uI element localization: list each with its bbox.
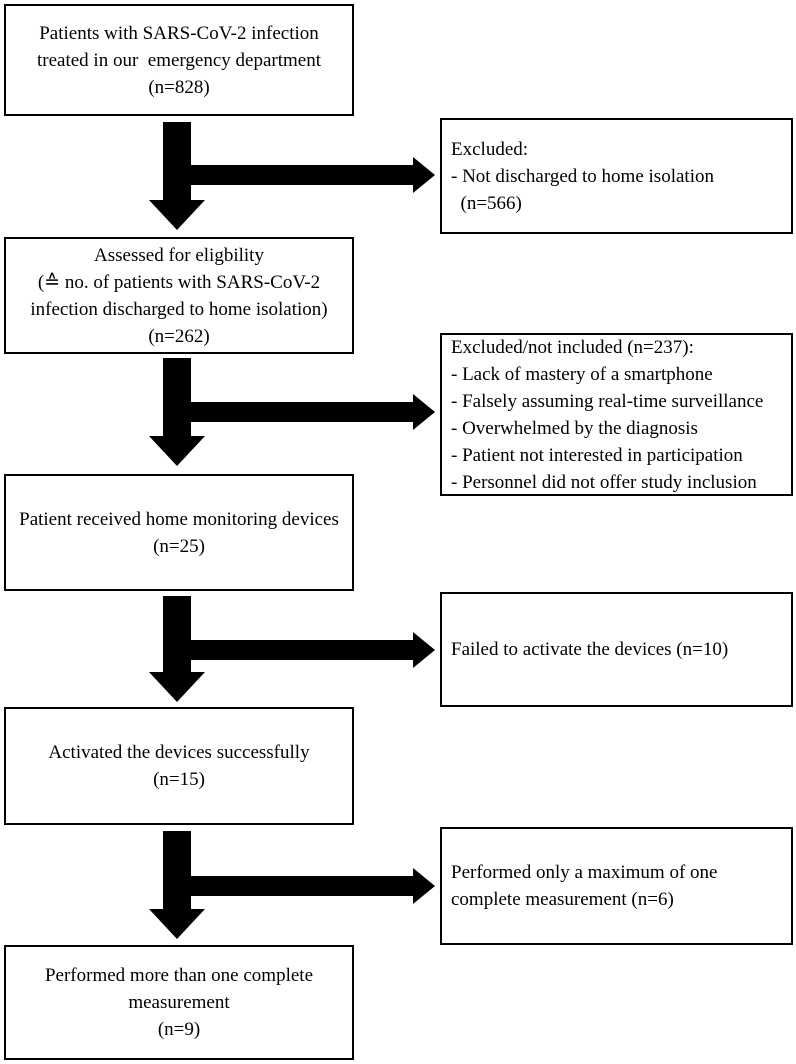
- flow-box-single-measurement-text: Performed only a maximum of one complete…: [451, 862, 718, 910]
- flow-box-excluded-not-discharged-text: Excluded: - Not discharged to home isola…: [451, 138, 714, 214]
- flow-box-excluded-not-discharged: Excluded: - Not discharged to home isola…: [440, 118, 793, 234]
- flow-box-activated-devices-text: Activated the devices successfully (n=15…: [48, 742, 310, 790]
- down-arrow-head-icon: [149, 909, 205, 939]
- flow-box-excluded-not-included-text: Excluded/not included (n=237): - Lack of…: [451, 336, 764, 493]
- down-arrow-head-icon: [149, 672, 205, 702]
- down-arrow-shaft: [163, 831, 191, 909]
- right-arrow-head-icon: [413, 157, 435, 193]
- flow-box-received-devices-text: Patient received home monitoring devices…: [19, 508, 339, 557]
- flow-box-excluded-not-included: Excluded/not included (n=237): - Lack of…: [440, 333, 793, 496]
- right-arrow-head-icon: [413, 868, 435, 904]
- right-arrow-shaft: [177, 876, 413, 896]
- down-arrow-head-icon: [149, 200, 205, 230]
- flow-box-patients-treated: Patients with SARS-CoV-2 infection treat…: [4, 4, 354, 116]
- flow-box-failed-activation: Failed to activate the devices (n=10): [440, 592, 793, 707]
- flow-box-failed-activation-text: Failed to activate the devices (n=10): [451, 639, 729, 660]
- flow-box-assessed-eligibility: Assessed for eligbility (≙ no. of patien…: [4, 237, 354, 354]
- right-arrow-head-icon: [413, 394, 435, 430]
- flow-box-multiple-measurements: Performed more than one complete measure…: [4, 945, 354, 1060]
- down-arrow-head-icon: [149, 436, 205, 466]
- down-arrow-shaft: [163, 358, 191, 436]
- flow-box-multiple-measurements-text: Performed more than one complete measure…: [44, 965, 313, 1040]
- flow-box-received-devices: Patient received home monitoring devices…: [4, 474, 354, 591]
- right-arrow-shaft: [177, 640, 413, 660]
- flow-box-activated-devices: Activated the devices successfully (n=15…: [4, 707, 354, 825]
- right-arrow-shaft: [177, 402, 413, 422]
- down-arrow-shaft: [163, 122, 191, 200]
- right-arrow-head-icon: [413, 632, 435, 668]
- flow-box-patients-treated-text: Patients with SARS-CoV-2 infection treat…: [37, 22, 321, 98]
- flow-box-assessed-eligibility-text: Assessed for eligbility (≙ no. of patien…: [30, 244, 328, 347]
- down-arrow-shaft: [163, 596, 191, 672]
- flow-box-single-measurement: Performed only a maximum of one complete…: [440, 827, 793, 945]
- right-arrow-shaft: [177, 165, 413, 185]
